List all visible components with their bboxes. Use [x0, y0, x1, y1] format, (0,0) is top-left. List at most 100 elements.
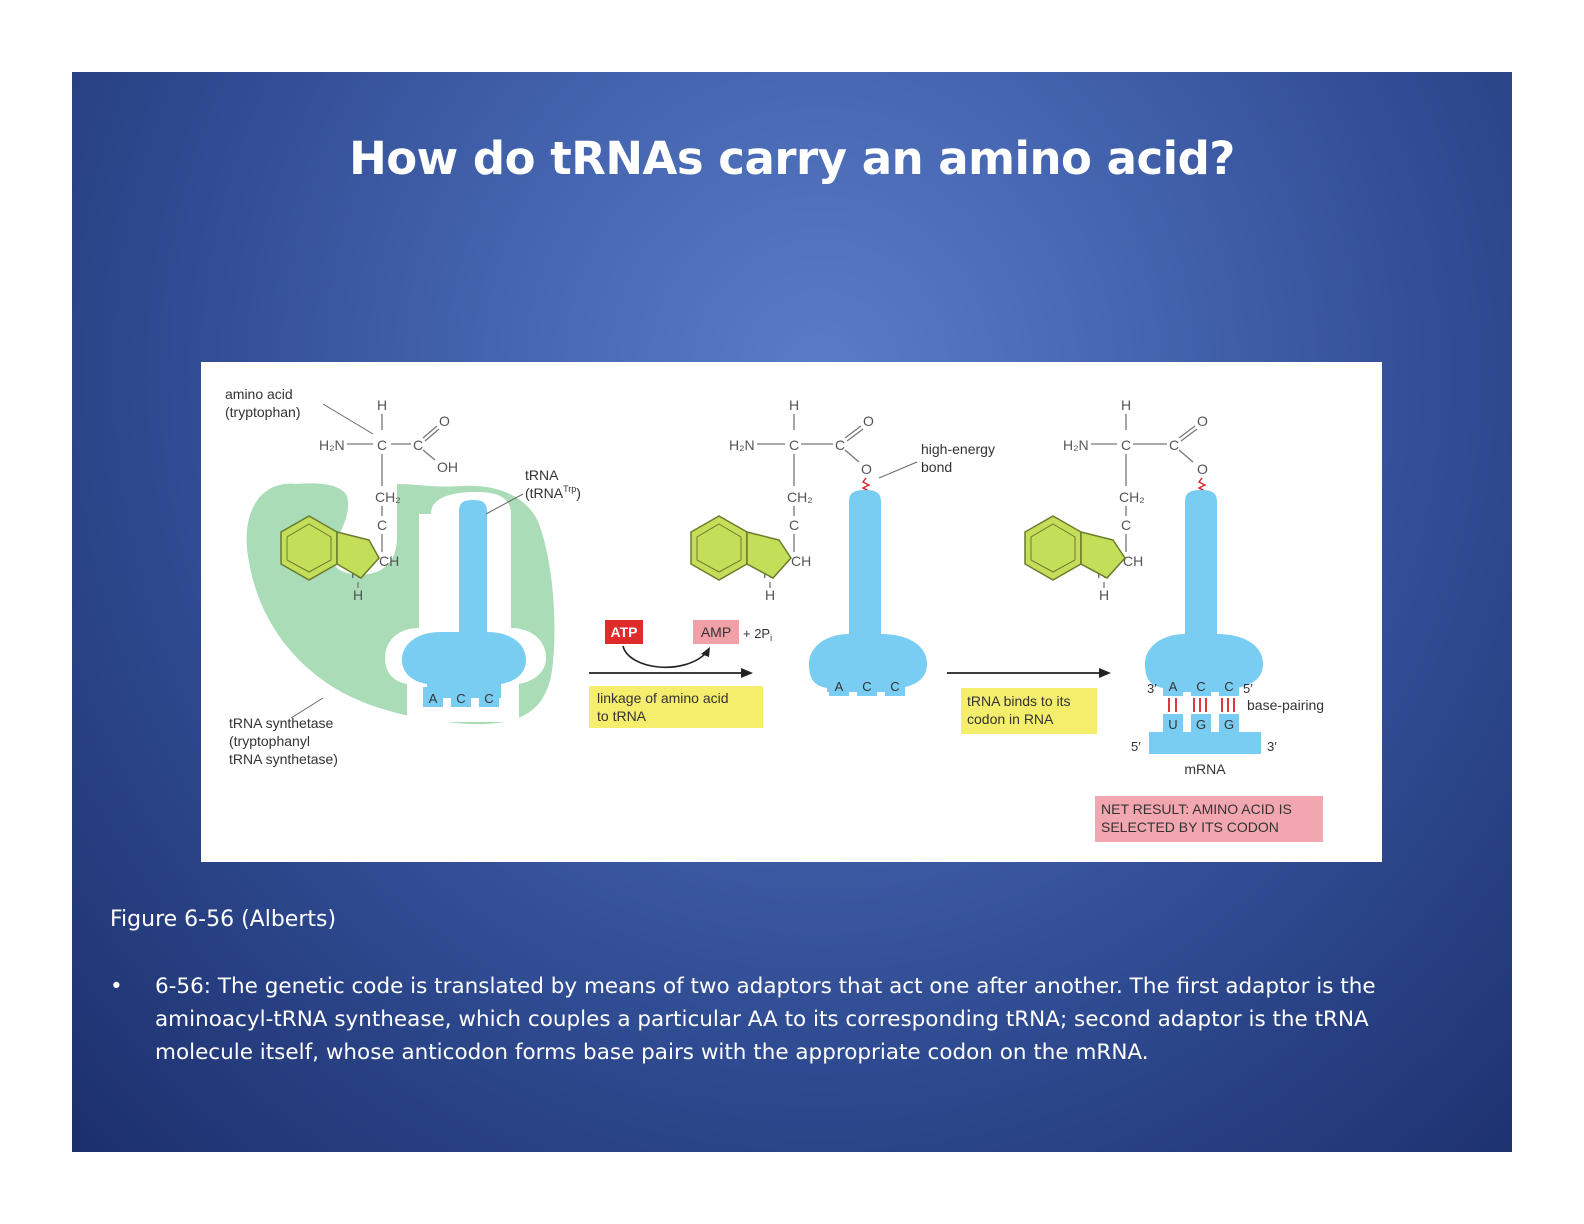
synthetase-panel: A C C H H₂N C C O OH CH₂ C	[225, 386, 581, 767]
base-pairs	[1168, 698, 1235, 712]
bullet-list: • 6-56: The genetic code is translated b…	[110, 970, 1450, 1069]
three-prime-label: 3′	[1267, 739, 1277, 754]
five-prime-label: 5′	[1243, 681, 1253, 696]
anticodon-base: A	[1169, 679, 1178, 694]
reaction-arrow-2: tRNA binds to its codon in RNA	[947, 668, 1111, 734]
codon-base: G	[1224, 717, 1234, 732]
anticodon-base: C	[484, 691, 493, 706]
anticodon-base: C	[890, 679, 899, 694]
codon-base: U	[1168, 717, 1177, 732]
three-prime-label: 3′	[1147, 681, 1157, 696]
figure-caption: Figure 6-56 (Alberts)	[110, 907, 337, 932]
chem-ch2: CH₂	[1119, 489, 1145, 505]
chem-h2n: H₂N	[319, 437, 345, 453]
trna-label: tRNA	[525, 467, 559, 483]
chem-h: H	[789, 397, 799, 413]
anticodon-box	[857, 674, 877, 696]
reaction-arrow-1: ATP AMP + 2Pi linkage of amino acid to t…	[589, 620, 772, 728]
chem-c: C	[377, 517, 387, 533]
anticodon-base: C	[456, 691, 465, 706]
chem-h2n: H₂N	[729, 437, 755, 453]
chem-c: C	[835, 437, 845, 453]
chem-c: C	[413, 437, 423, 453]
high-energy-label: bond	[921, 459, 952, 475]
chem-o: O	[1197, 413, 1208, 429]
linkage-label: linkage of amino acid	[597, 690, 729, 706]
bullet-symbol: •	[110, 974, 123, 999]
benzene-ring	[1024, 515, 1082, 581]
anticodon-box	[1219, 674, 1239, 696]
amino-acid-label: (tryptophan)	[225, 404, 300, 420]
mrna-strand	[1149, 732, 1261, 754]
pyrrole-ring	[746, 531, 792, 579]
pyrrole-ring	[336, 531, 380, 579]
anticodon-base: A	[429, 691, 438, 706]
anticodon-base: C	[862, 679, 871, 694]
anticodon-base: A	[835, 679, 844, 694]
chem-o: O	[861, 461, 872, 477]
mrna-label: mRNA	[1184, 761, 1226, 777]
synthetase-label: tRNA synthetase	[229, 715, 333, 731]
figure-panel: A C C H H₂N C C O OH CH₂ C	[201, 362, 1382, 862]
linkage-note	[589, 686, 763, 728]
chem-h: H	[1099, 587, 1109, 603]
slide-title: How do tRNAs carry an amino acid?	[349, 132, 1235, 185]
codon-box	[1219, 714, 1239, 734]
linkage-label: to tRNA	[597, 708, 647, 724]
chem-c: C	[1121, 517, 1131, 533]
amino-acid-label: amino acid	[225, 386, 293, 402]
chem-c: C	[789, 437, 799, 453]
chem-oh: OH	[437, 459, 458, 475]
chem-ch: CH	[379, 553, 399, 569]
anticodon-base: C	[1196, 679, 1205, 694]
synthetase-label: tRNA synthetase)	[229, 751, 338, 767]
anticodon-box	[451, 687, 471, 707]
chem-h: H	[1121, 397, 1131, 413]
pi-label: + 2Pi	[743, 626, 772, 643]
chem-c: C	[377, 437, 387, 453]
anticodon-box	[885, 674, 905, 696]
net-result-label: NET RESULT: AMINO ACID IS	[1101, 801, 1292, 817]
synthetase-label: (tryptophanyl	[229, 733, 310, 749]
chem-h2n: H₂N	[1063, 437, 1089, 453]
pyrrole-ring	[1080, 531, 1126, 579]
chem-ch2: CH₂	[787, 489, 813, 505]
trna-body	[1145, 490, 1263, 692]
anticodon-box	[1191, 674, 1211, 696]
codon-panel: H H₂N C C O O CH₂ C CH N	[1024, 397, 1324, 842]
trna-body	[809, 490, 927, 692]
anticodon-base: C	[1224, 679, 1233, 694]
trna-label: (tRNATrp)	[525, 484, 581, 501]
chem-h: H	[353, 587, 363, 603]
chem-o: O	[439, 413, 450, 429]
codon-box	[1191, 714, 1211, 734]
anticodon-box	[1163, 674, 1183, 696]
slide: How do tRNAs carry an amino acid? A C C …	[72, 72, 1512, 1152]
binds-label: codon in RNA	[967, 711, 1054, 727]
binds-label: tRNA binds to its	[967, 693, 1071, 709]
chem-o: O	[863, 413, 874, 429]
base-pairing-label: base-pairing	[1247, 697, 1324, 713]
chem-ch: CH	[1123, 553, 1143, 569]
chem-c: C	[1169, 437, 1179, 453]
chem-c: C	[789, 517, 799, 533]
amp-label: AMP	[701, 624, 731, 640]
trna-body	[402, 500, 526, 686]
binds-note	[961, 688, 1097, 734]
anticodon-box	[829, 674, 849, 696]
chem-h: H	[765, 587, 775, 603]
anticodon-box	[423, 687, 443, 707]
bullet-item: • 6-56: The genetic code is translated b…	[110, 970, 1450, 1069]
net-result-label: SELECTED BY ITS CODON	[1101, 819, 1279, 835]
benzene-ring	[690, 515, 748, 581]
amp-box	[693, 620, 739, 644]
net-result-box	[1095, 796, 1323, 842]
trna-diagram: A C C H H₂N C C O OH CH₂ C	[225, 386, 1324, 842]
chem-h: H	[377, 397, 387, 413]
high-energy-label: high-energy	[921, 441, 995, 457]
codon-base: G	[1196, 717, 1206, 732]
anticodon-box	[479, 687, 499, 707]
codon-box	[1163, 714, 1183, 734]
atp-label: ATP	[611, 624, 638, 640]
chem-o: O	[1197, 461, 1208, 477]
